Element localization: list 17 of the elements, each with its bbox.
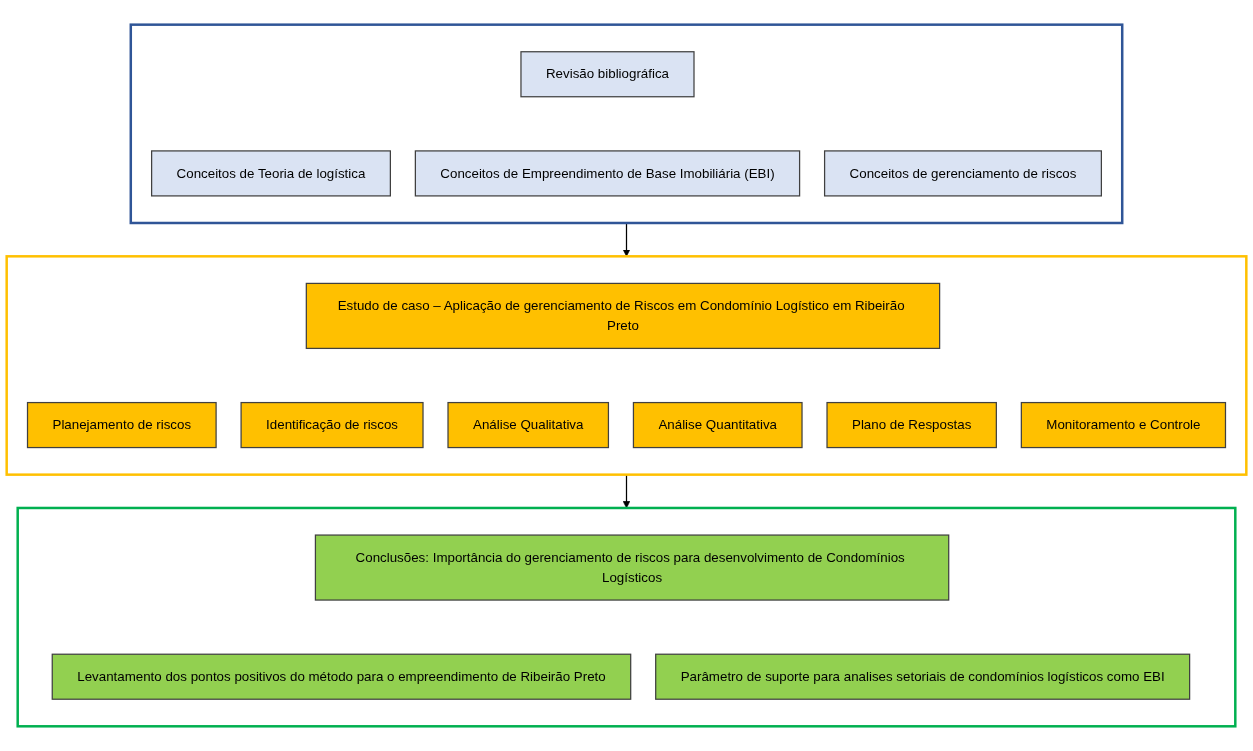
node-box: Monitoramento e Controle — [1020, 401, 1227, 449]
cluster — [5, 255, 1248, 476]
node-box: Conceitos de Empreendimento de Base Imobiliária (EBI) — [414, 150, 801, 197]
cluster — [16, 506, 1237, 728]
node-box: Levantamento dos pontos positivos do método para o empreendimento de Ribeirão Preto — [51, 653, 632, 700]
node-box: Parâmetro de suporte para analises setoriais de condomínios logísticos como EBI — [655, 653, 1191, 700]
node-box: Planejamento de riscos — [26, 401, 217, 449]
cluster — [129, 23, 1124, 225]
node-box: Plano de Respostas — [826, 401, 997, 449]
node-box: Revisão bibliográfica — [520, 51, 695, 98]
node-box: Identificação de riscos — [240, 401, 424, 449]
node-box: Estudo de caso – Aplicação de gerenciamento de Riscos em Condomínio Logístico em Ribeirão Preto — [305, 282, 941, 350]
node-box: Conceitos de Teoria de logística — [151, 150, 391, 197]
node-box: Análise Quantitativa — [632, 401, 803, 449]
node-box: Conceitos de gerenciamento de riscos — [823, 150, 1102, 197]
node-box: Análise Qualitativa — [447, 401, 610, 449]
node-box: Conclusões: Importância do gerenciamento de riscos para desenvolvimento de Condomínios Logísticos — [314, 534, 950, 601]
